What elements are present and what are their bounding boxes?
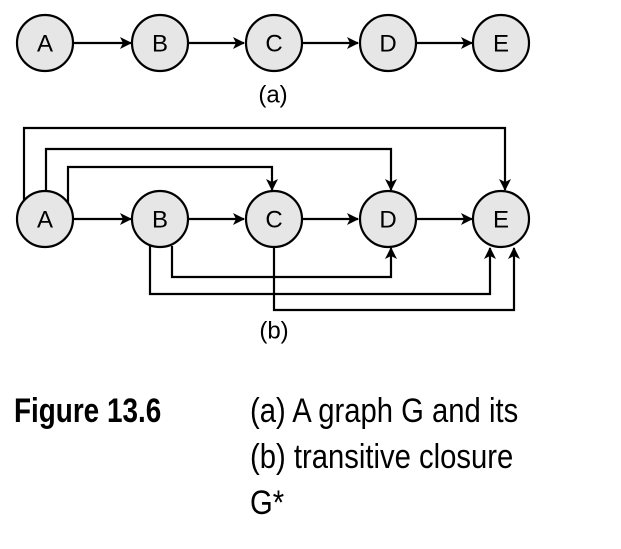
figure-text-line: (a) A graph G and its <box>250 392 519 430</box>
edge-a-d <box>44 147 397 191</box>
graph-a: A B C D E (a) <box>15 13 531 109</box>
transitive-closure-diagram: A B C D E (a) <box>15 13 531 345</box>
node-label: C <box>265 31 282 58</box>
edge-c-e <box>272 247 520 312</box>
node-label: A <box>37 207 53 234</box>
node-label: E <box>493 31 509 58</box>
edge-a-c <box>66 165 278 204</box>
graph-b: A B C D E (b) <box>15 126 531 345</box>
node-e: E <box>471 13 531 73</box>
node-d: D <box>358 189 418 249</box>
node-label: E <box>493 207 509 234</box>
figure-text-line: (b) transitive closure <box>250 438 514 476</box>
edge-b-e <box>148 245 496 296</box>
node-label: C <box>265 207 282 234</box>
node-label: A <box>37 31 53 58</box>
figure-caption: Figure 13.6 (a) A graph G and its (b) tr… <box>14 388 562 526</box>
node-label: B <box>152 207 168 234</box>
node-a: A <box>15 13 75 73</box>
caption-a: (a) <box>258 82 287 109</box>
node-c: C <box>244 189 304 249</box>
node-c: C <box>244 13 304 73</box>
node-label: D <box>379 31 396 58</box>
node-b: B <box>130 189 190 249</box>
node-b: B <box>130 13 190 73</box>
node-e: E <box>471 189 531 249</box>
figure-text-line: G* <box>250 484 285 522</box>
figure-text: (a) A graph G and its (b) transitive clo… <box>250 388 518 526</box>
node-label: D <box>379 207 396 234</box>
figure-label: Figure 13.6 <box>14 392 162 430</box>
caption-b: (b) <box>259 318 288 345</box>
node-a: A <box>15 189 75 249</box>
node-d: D <box>358 13 418 73</box>
edge-a-e <box>22 126 511 203</box>
node-label: B <box>152 31 168 58</box>
edge-b-d <box>170 246 397 279</box>
